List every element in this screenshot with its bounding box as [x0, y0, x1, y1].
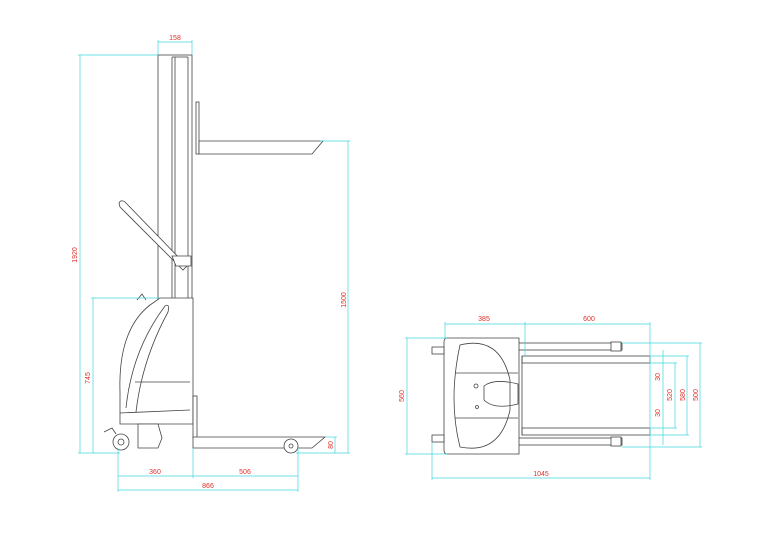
dim-fork-to-wheel: 506: [239, 469, 251, 476]
forks-top: [517, 341, 651, 447]
dim-top-fork-length: 600: [583, 316, 595, 323]
dim-top-overall-length: 1045: [533, 471, 549, 478]
dimension-lines-side: [78, 40, 350, 492]
body-top: [431, 337, 520, 455]
side-view: 158 1920 745 1500 80 360 506 866: [72, 35, 350, 492]
dim-top-leg-span: 500: [693, 389, 700, 401]
load-wheel: [283, 438, 299, 454]
dim-body-length: 360: [149, 469, 161, 476]
dim-fork-height: 80: [328, 441, 335, 449]
caster-wheel: [112, 433, 130, 451]
dim-top-body-length: 385: [478, 316, 490, 323]
forks-base: [192, 436, 327, 449]
drive-body: [119, 293, 198, 449]
top-view: 385 600 560 30 520 580 500 30 1045: [399, 316, 702, 480]
dim-top-fork-outer-span: 580: [680, 389, 687, 401]
dim-lift-height: 1500: [341, 292, 348, 308]
dim-body-height: 745: [85, 372, 92, 384]
dim-top-fork-width-top: 30: [655, 373, 662, 381]
dim-overall-length: 866: [202, 483, 214, 490]
dim-top-body-width: 560: [399, 390, 406, 402]
tiller-handle: [118, 200, 192, 271]
dim-mast-width: 158: [169, 35, 181, 42]
fork-carriage: [195, 101, 324, 155]
dim-top-fork-width-bottom: 30: [655, 409, 662, 417]
brake-pedal: [103, 427, 117, 435]
dim-top-fork-inner-span: 520: [667, 389, 674, 401]
dim-overall-height: 1920: [72, 247, 79, 263]
dimension-lines-top: [405, 322, 702, 480]
